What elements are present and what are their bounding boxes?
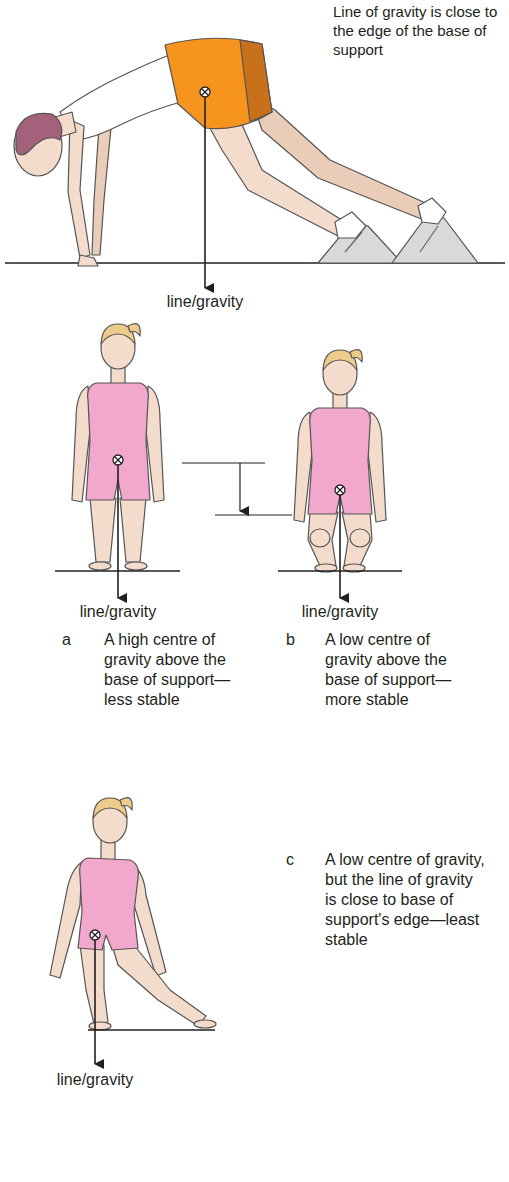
panel-letter: b	[286, 630, 306, 650]
line-label: line/gravity	[58, 602, 178, 622]
panel-caption: A low centre of gravity above the base o…	[325, 630, 465, 710]
panel-caption: A high centre of gravity above the base …	[104, 630, 244, 710]
gymnast-standing	[55, 324, 180, 598]
line-label: line/gravity	[280, 602, 400, 622]
gymnast-crouched	[278, 350, 402, 598]
panel-letter: c	[286, 850, 306, 870]
panel-letter: a	[62, 630, 82, 650]
line-label: line/gravity	[145, 292, 265, 312]
line-label: line/gravity	[35, 1070, 155, 1090]
sprinter-figure	[5, 38, 505, 288]
gymnast-leaning	[50, 798, 216, 1064]
callout-note: Line of gravity is close to the edge of …	[333, 2, 505, 59]
height-bracket	[182, 463, 292, 515]
panel-caption: A low centre of gravity, but the line of…	[325, 850, 485, 950]
